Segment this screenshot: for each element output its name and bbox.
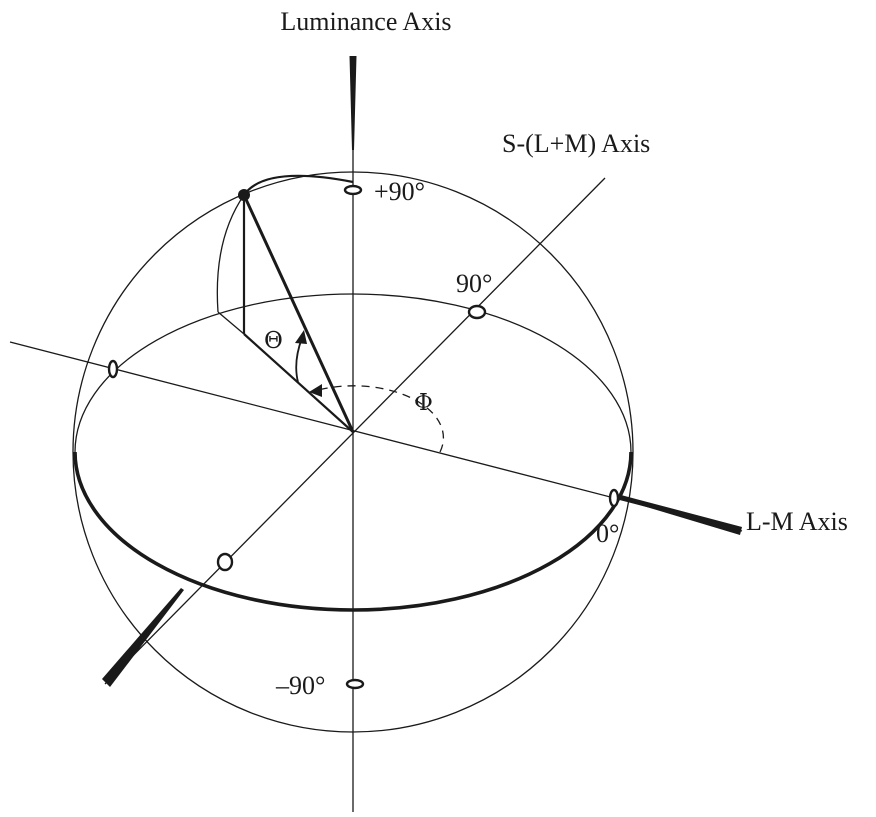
- phi-arrowhead: [309, 384, 322, 397]
- s-lm-axis-label: S-(L+M) Axis: [502, 129, 650, 158]
- theta-arc: [295, 337, 303, 383]
- stimulus-point: [238, 189, 250, 201]
- projection-to-plane: [217, 311, 245, 335]
- l-m-axis-wedge: [620, 495, 742, 535]
- minus-90-label: –90°: [275, 671, 325, 700]
- vector-projection: [243, 333, 354, 433]
- luminance-axis-wedge: [349, 56, 357, 150]
- meridian-arc: [216, 194, 245, 313]
- point-to-pole-arc: [243, 174, 354, 196]
- l-m-axis-line: [9, 341, 743, 532]
- vector-to-point: [242, 194, 355, 433]
- s-lm-axis-wedge: [102, 588, 184, 687]
- marker-minus-90: [345, 678, 365, 690]
- marker-s-minus-90: [216, 552, 234, 572]
- phi-label: Φ: [414, 390, 433, 416]
- zero-degree-label: 0°: [596, 519, 619, 548]
- marker-zero: [608, 488, 620, 508]
- luminance-axis-label: Luminance Axis: [280, 7, 451, 36]
- theta-label: Θ: [264, 328, 283, 354]
- theta-arrowhead: [295, 330, 307, 344]
- marker-l-m-180: [107, 359, 119, 379]
- marker-s-90: [467, 304, 487, 320]
- plus-90-label: +90°: [374, 177, 425, 206]
- phi-arc: [317, 385, 445, 453]
- marker-plus-90: [343, 184, 363, 196]
- s-90-label: 90°: [456, 269, 492, 298]
- l-m-axis-label: L-M Axis: [746, 507, 848, 536]
